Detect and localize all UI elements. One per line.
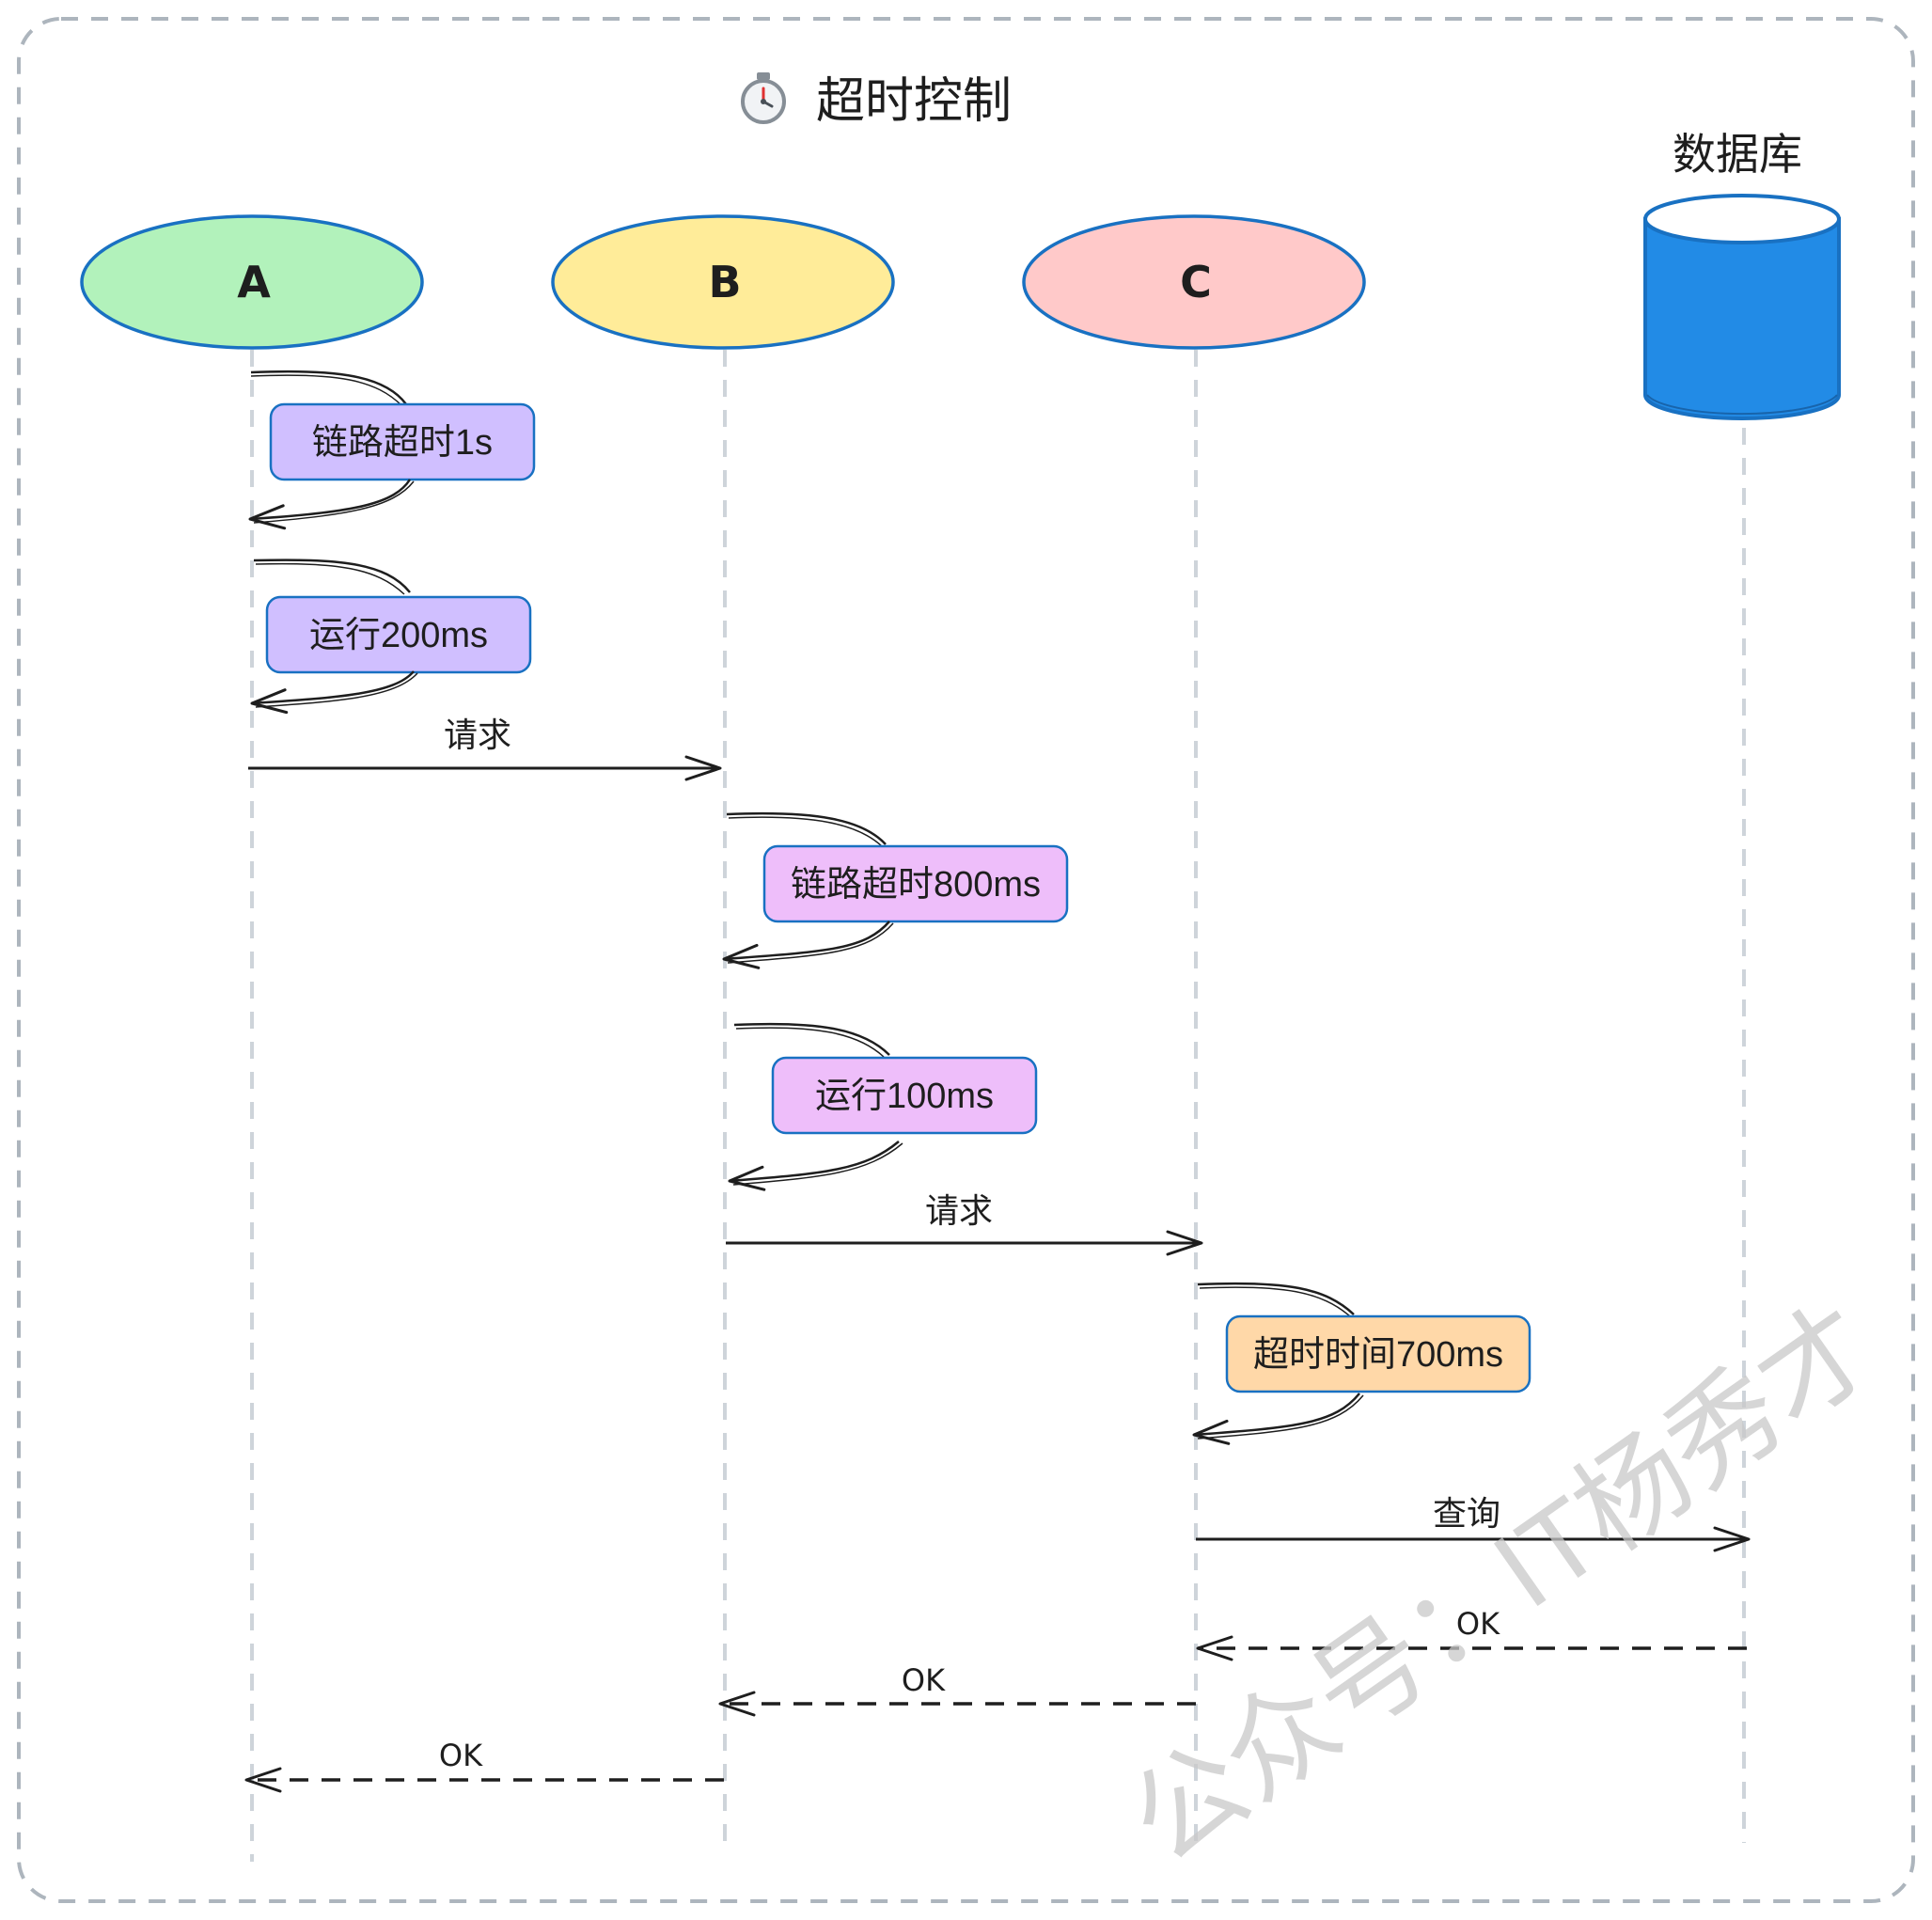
self-note-a-timeout: 链路超时1s: [248, 370, 536, 530]
message-b-to-c-request: 请求: [726, 1191, 1203, 1256]
self-note-a-run: 运行200ms: [250, 559, 532, 715]
participant-a-shape: [80, 214, 424, 350]
participant-c-label: C: [1180, 257, 1212, 307]
participant-c-shape: [1022, 214, 1366, 350]
note-box: [265, 595, 532, 674]
message-label: 请求: [444, 716, 511, 754]
message-label: OK: [902, 1662, 946, 1698]
diagram-title: 超时控制: [741, 72, 1012, 129]
diagram-frame: [17, 17, 1915, 1903]
note-text: 链路超时800ms: [791, 865, 1041, 905]
note-box: [269, 402, 536, 481]
self-note-c-timeout: 超时时间700ms: [1192, 1282, 1531, 1445]
message-label: OK: [1456, 1606, 1500, 1642]
note-text: 链路超时1s: [312, 423, 493, 463]
note-box: [771, 1056, 1038, 1135]
message-label: 查询: [1433, 1494, 1500, 1533]
database-cylinder-icon: [1643, 194, 1841, 420]
note-box: [1225, 1314, 1531, 1393]
participant-b: B: [551, 214, 895, 350]
message-label: 请求: [925, 1191, 993, 1230]
message-b-to-a-ok: OK: [244, 1738, 724, 1793]
participant-a: A: [80, 214, 424, 350]
stopwatch-icon: [741, 72, 786, 124]
note-text: 运行200ms: [309, 616, 488, 655]
database-label: 数据库: [1673, 130, 1802, 179]
participant-database: 数据库: [1643, 130, 1841, 420]
participant-b-shape: [551, 214, 895, 350]
participant-a-label: A: [237, 257, 271, 307]
message-db-to-c-ok: OK: [1196, 1606, 1747, 1661]
message-label: OK: [439, 1738, 483, 1773]
participant-c: C: [1022, 214, 1366, 350]
self-note-b-run: 运行100ms: [728, 1022, 1038, 1191]
participant-b-label: B: [708, 257, 741, 307]
message-c-to-db-query: 查询: [1196, 1494, 1751, 1552]
note-text: 超时时间700ms: [1253, 1335, 1503, 1375]
note-box: [762, 844, 1069, 923]
message-c-to-b-ok: OK: [718, 1662, 1196, 1717]
self-note-b-timeout: 链路超时800ms: [722, 811, 1069, 969]
note-text: 运行100ms: [815, 1077, 994, 1116]
title-text: 超时控制: [816, 74, 1012, 129]
message-a-to-b-request: 请求: [248, 716, 722, 781]
lifelines: [250, 350, 1746, 1862]
